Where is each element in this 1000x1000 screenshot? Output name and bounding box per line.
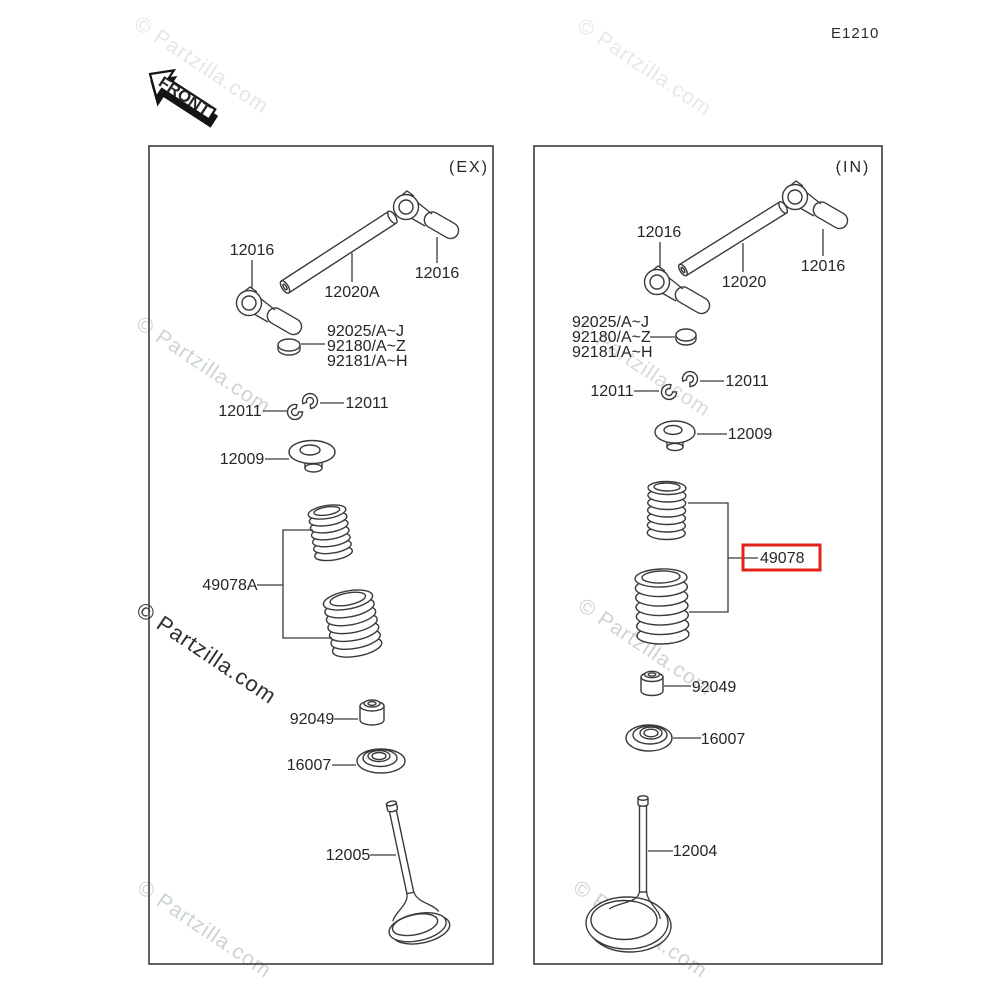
ex-spring-seat — [356, 748, 406, 774]
ex-rocker-shaft — [279, 210, 398, 294]
in-spring-seat — [625, 724, 673, 752]
in-label-shaft[interactable]: 12020 — [722, 274, 767, 291]
ex-rocker-arm-right — [392, 190, 463, 243]
ex-spring-inner — [322, 589, 383, 658]
in-label-cotter-right[interactable]: 12011 — [725, 373, 768, 390]
ex-label-spring-set[interactable]: 49078A — [202, 577, 257, 594]
ex-label-shim2[interactable]: 92180/A~Z — [327, 338, 406, 355]
ex-label-cotter-right[interactable]: 12011 — [345, 395, 388, 412]
in-rocker-shaft — [678, 200, 789, 277]
in-label-rocker-left[interactable]: 12016 — [637, 224, 682, 241]
ex-cotter-left — [285, 402, 305, 422]
ex-label-rocker-left[interactable]: 12016 — [230, 242, 275, 259]
ex-label-valve[interactable]: 12005 — [326, 847, 371, 864]
exhaust-frame — [148, 145, 494, 965]
ex-label-rocker-right[interactable]: 12016 — [415, 265, 460, 282]
ex-label-shim3[interactable]: 92181/A~H — [327, 353, 408, 370]
ex-spring-retainer — [288, 439, 336, 473]
in-label-seal[interactable]: 92049 — [692, 679, 737, 696]
in-label-spring-set[interactable]: 49078 — [760, 550, 805, 567]
in-label-seat[interactable]: 16007 — [701, 731, 746, 748]
panel-exhaust: (EX) 12016 12020A 12016 92025/A~J 92180/… — [148, 145, 494, 965]
in-rocker-arm-right — [781, 180, 852, 233]
ex-rocker-arm-left — [235, 286, 306, 339]
in-label-cotter-left[interactable]: 12011 — [590, 383, 633, 400]
ex-shim — [277, 338, 301, 356]
in-cotter-right — [679, 368, 701, 390]
panel-intake: (IN) 12016 12020 12016 92025/A~J 92180/A… — [533, 145, 883, 965]
in-shim — [675, 328, 697, 346]
ex-label-seat[interactable]: 16007 — [287, 757, 332, 774]
ex-label-shaft[interactable]: 12020A — [324, 284, 379, 301]
in-valve — [585, 795, 672, 953]
in-label-retainer[interactable]: 12009 — [728, 426, 773, 443]
ex-cotter-right — [299, 389, 322, 413]
in-oil-seal — [640, 670, 664, 697]
ex-label-seal[interactable]: 92049 — [290, 711, 335, 728]
in-label-rocker-right[interactable]: 12016 — [801, 258, 846, 275]
in-label-shim2[interactable]: 92180/A~Z — [572, 329, 651, 346]
in-rocker-arm-left — [643, 265, 714, 318]
in-label-shim3[interactable]: 92181/A~H — [572, 344, 653, 361]
front-arrow-icon: FRONT — [148, 68, 219, 128]
in-spring-outer — [646, 480, 687, 541]
in-spring-inner — [634, 568, 690, 645]
in-cotter-left — [659, 382, 679, 402]
diagram-code: E1210 — [831, 25, 880, 42]
in-label-shim1[interactable]: 92025/A~J — [572, 314, 649, 331]
intake-frame — [533, 145, 883, 965]
exhaust-corner-label: (EX) — [449, 159, 489, 176]
in-spring-retainer — [654, 420, 696, 452]
intake-corner-label: (IN) — [836, 159, 871, 176]
ex-valve — [385, 800, 451, 945]
ex-label-shim1[interactable]: 92025/A~J — [327, 323, 404, 340]
ex-spring-outer — [307, 504, 354, 562]
highlight-box[interactable] — [741, 543, 822, 572]
watermark: © Partzilla.com — [573, 14, 716, 121]
in-label-valve[interactable]: 12004 — [673, 843, 718, 860]
ex-label-cotter-left[interactable]: 12011 — [218, 403, 261, 420]
ex-oil-seal — [359, 699, 385, 726]
ex-label-retainer[interactable]: 12009 — [220, 451, 265, 468]
